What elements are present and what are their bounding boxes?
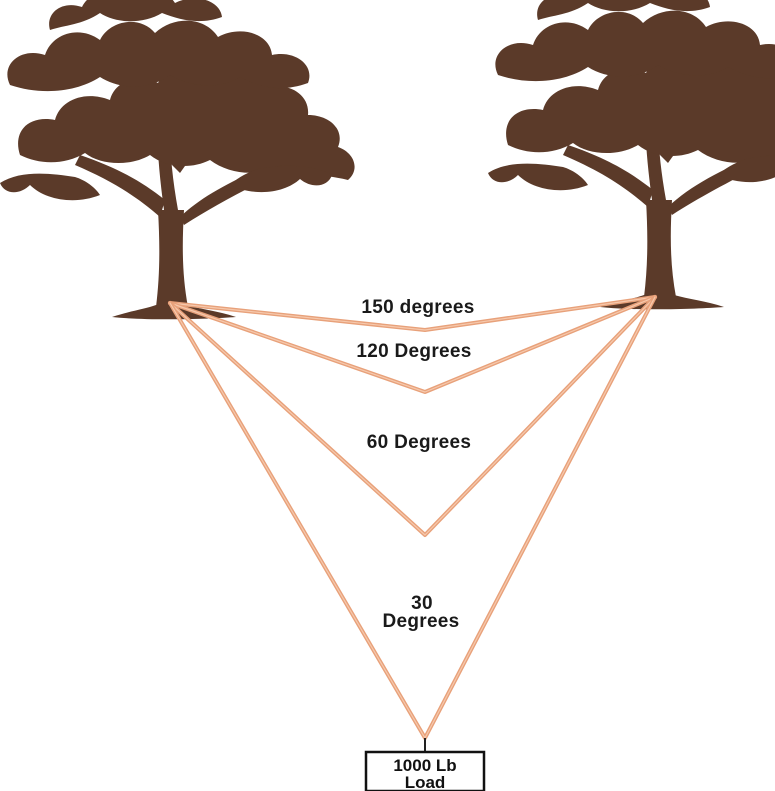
load-weight-label: 1000 Lb	[393, 756, 456, 775]
rope-60-degrees	[168, 295, 657, 537]
load-label: Load	[405, 773, 446, 791]
rope-lines	[168, 295, 657, 752]
left-tree-icon	[0, 0, 355, 320]
angle-label-30-value: 30	[411, 593, 433, 614]
angle-label-60: 60 Degrees	[367, 432, 471, 453]
load-box: 1000 Lb Load	[364, 750, 486, 791]
angle-label-150: 150 degrees	[361, 297, 474, 318]
rope-30-degrees	[168, 295, 657, 740]
angle-label-120: 120 Degrees	[356, 341, 471, 362]
right-tree-icon	[488, 0, 775, 310]
angle-label-30-unit: Degrees	[382, 611, 459, 632]
